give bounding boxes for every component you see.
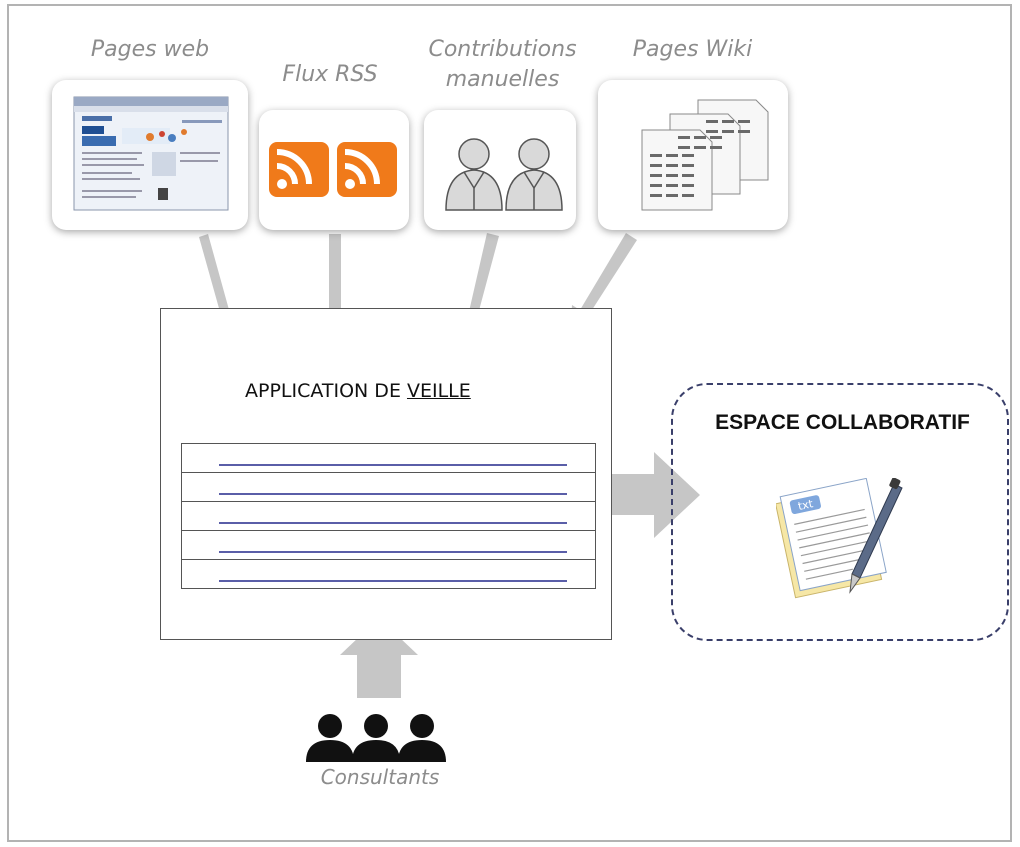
contributors: [445, 138, 563, 211]
label-pages-web: Pages web: [90, 37, 210, 62]
svg-text:txt: txt: [797, 497, 815, 513]
browser-screenshot-icon: [73, 96, 229, 211]
card-flux-rss: [259, 110, 409, 230]
list-line: [219, 493, 567, 495]
list-line: [219, 522, 567, 524]
consultants-label: Consultants: [320, 765, 440, 789]
list-item: [181, 530, 596, 560]
espace-collaboratif-title: ESPACE COLLABORATIF: [715, 411, 970, 434]
people-group-icon: [306, 714, 446, 762]
rss-feed-icon: [269, 142, 329, 197]
list-line: [219, 580, 567, 582]
label-contributions: Contributions manuelles: [428, 37, 577, 92]
list-line: [219, 551, 567, 553]
app-title-prefix: APPLICATION DE: [245, 380, 407, 402]
document-stack-icon: [641, 99, 769, 211]
card-pages-wiki: [598, 80, 788, 230]
card-contributions: [424, 110, 576, 230]
app-title-veille: VEILLE: [406, 380, 471, 402]
list-line: [219, 464, 567, 466]
arrow-to-collab: [597, 452, 700, 538]
rss-feeds: [269, 142, 397, 197]
txt-document-pen-icon: txt: [776, 478, 903, 599]
list-item: [181, 559, 596, 589]
rss-feed-icon: [337, 142, 397, 197]
label-pages-wiki: Pages Wiki: [632, 37, 753, 62]
person-icon: [445, 138, 503, 211]
card-pages-web: [52, 80, 248, 230]
label-flux-rss: Flux RSS: [282, 62, 378, 87]
list-item: [181, 472, 596, 502]
arrow-flux-rss: [320, 234, 350, 333]
person-icon: [505, 138, 563, 211]
app-list: [181, 443, 596, 589]
list-item: [181, 443, 596, 473]
espace-collaboratif-box: [671, 383, 1009, 641]
list-item: [181, 501, 596, 531]
application-veille-title: APPLICATION DE VEILLE: [245, 380, 471, 402]
